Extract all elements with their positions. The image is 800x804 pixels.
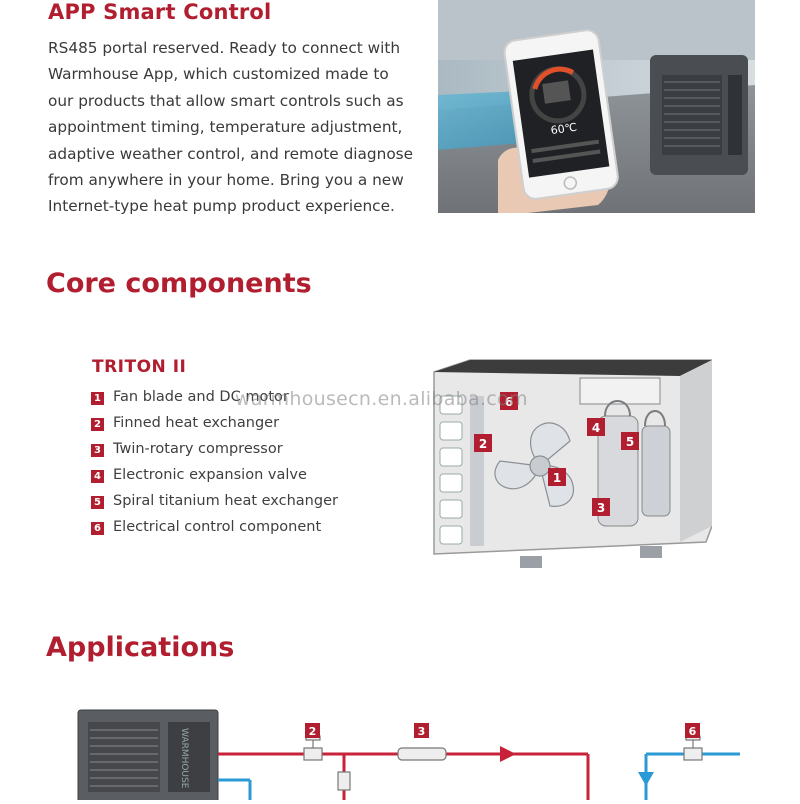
heat-pump-cutaway-image: 1 2 3 4 5 6: [430, 356, 713, 586]
description-line: Warmhouse App, which customized made to: [48, 65, 389, 84]
component-number: 6: [91, 522, 104, 535]
component-label: Electronic expansion valve: [113, 467, 307, 483]
diagram-marker: 6: [689, 725, 697, 738]
component-label: Finned heat exchanger: [113, 415, 280, 431]
watermark-text: warmhousecn.en.alibaba.com: [235, 388, 528, 410]
description-line: from anywhere in your home. Bring you a …: [48, 171, 404, 190]
application-diagram: WARMHOUSE 2: [0, 700, 800, 803]
svg-text:6: 6: [505, 395, 513, 409]
component-number: 2: [91, 418, 104, 431]
app-control-description: RS485 portal reserved. Ready to connect …: [48, 35, 428, 220]
description-line: Internet-type heat pump product experien…: [48, 197, 395, 216]
component-number: 3: [91, 444, 104, 457]
description-line: RS485 portal reserved. Ready to connect …: [48, 39, 401, 57]
svg-text:2: 2: [479, 437, 487, 451]
svg-text:5: 5: [626, 435, 634, 449]
component-label: Fan blade and DC motor: [113, 389, 289, 405]
phone-temperature: 60℃: [550, 121, 578, 138]
component-number: 1: [91, 392, 104, 405]
model-name: TRITON II: [92, 357, 187, 377]
applications-heading: Applications: [46, 632, 235, 663]
component-number: 4: [91, 470, 104, 483]
unit-brand-label: WARMHOUSE: [179, 728, 189, 789]
svg-text:1: 1: [553, 471, 561, 485]
description-line: adaptive weather control, and remote dia…: [48, 144, 414, 163]
app-control-heading: APP Smart Control: [48, 0, 272, 24]
app-photo: 60℃: [438, 0, 755, 213]
component-label: Twin-rotary compressor: [113, 441, 283, 457]
diagram-marker: 2: [309, 725, 317, 738]
svg-text:4: 4: [592, 421, 600, 435]
component-label: Electrical control component: [113, 519, 322, 535]
component-label: Spiral titanium heat exchanger: [113, 493, 338, 509]
svg-text:3: 3: [597, 501, 605, 515]
diagram-marker: 3: [418, 725, 426, 738]
component-number: 5: [91, 496, 104, 509]
description-line: our products that allow smart controls s…: [48, 91, 404, 110]
core-components-heading: Core components: [46, 268, 312, 299]
description-line: appointment timing, temperature adjustme…: [48, 118, 403, 137]
